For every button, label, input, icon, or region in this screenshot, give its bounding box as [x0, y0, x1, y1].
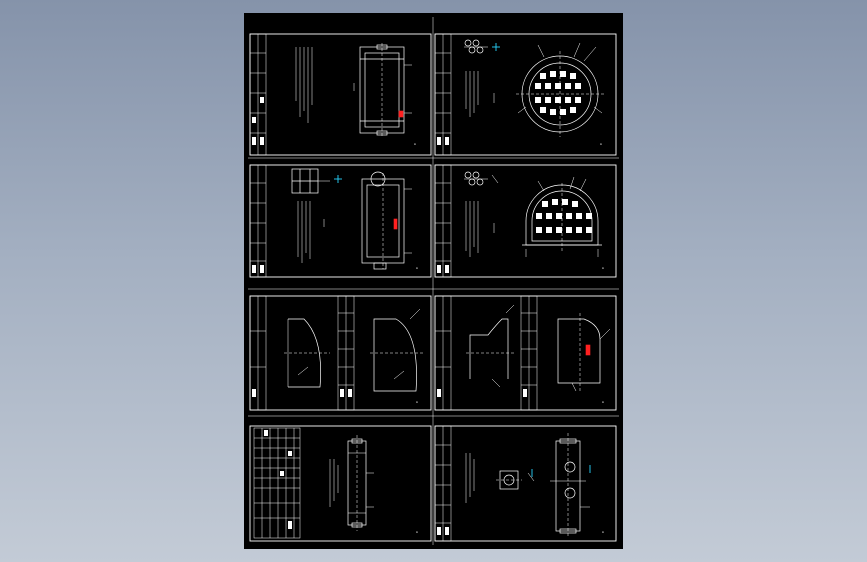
sheet-5-head-profile-left [284, 318, 330, 388]
cad-drawing-viewport[interactable]: A [244, 13, 623, 549]
sheet-5-mark: A [416, 400, 418, 404]
sheet-5-head-profile-right [370, 308, 424, 392]
sheet-1-notes [295, 47, 355, 123]
sheet-2-tube-pitch-detail [464, 39, 500, 54]
sheet-8-nozzle-elevation [550, 433, 591, 537]
sheet-2-notes [465, 71, 495, 117]
sheet-3-title-strip [249, 164, 267, 278]
sheet-6-head-profile-left [466, 304, 515, 388]
sheet-4-mark: A [602, 266, 604, 270]
sheet-2-tube-sheet-plan [516, 42, 604, 137]
sheet-8-title-strip [434, 425, 452, 542]
sheet-6-mark: A [602, 400, 604, 404]
drawing-sheets-canvas[interactable]: A [244, 13, 623, 549]
sheet-1-vessel-section [359, 43, 412, 137]
sheet-2-tube-sheet[interactable]: A [434, 33, 617, 156]
sheet-4-tube-pitch-detail [464, 171, 499, 186]
sheet-6-title-strip [434, 295, 538, 411]
sheet-2-mark: A [600, 142, 602, 146]
sheet-3-notes [297, 201, 325, 263]
sheet-5-title-strip [249, 295, 355, 411]
sheet-3-vessel-section [361, 171, 412, 270]
sheet-8-flange-detail[interactable]: A [434, 425, 617, 542]
sheet-4-half-tube-sheet[interactable]: A [434, 164, 617, 278]
sheet-7-notes [329, 459, 339, 507]
sheet-7-parts-table [253, 427, 301, 539]
sheet-5-dished-head[interactable]: A [249, 295, 432, 411]
sheet-4-notes [465, 201, 495, 257]
sheet-1-mark: A [414, 142, 416, 146]
sheet-7-vessel-elevation [347, 435, 374, 531]
sheet-3-nozzle-section[interactable]: A [249, 164, 432, 278]
sheet-1-cylinder-section[interactable]: A [249, 33, 432, 156]
sheet-7-mark: A [416, 530, 418, 534]
sheet-6-knuckle-head[interactable]: A [434, 295, 617, 411]
sheet-8-notes [465, 453, 475, 503]
sheet-8-flange-plan [496, 469, 535, 490]
sheet-2-title-strip [434, 33, 452, 156]
sheet-6-head-profile-right [557, 313, 611, 392]
sheet-4-title-strip [434, 164, 452, 278]
sheet-1-title-strip [249, 33, 267, 156]
sheet-3-mark: A [416, 266, 418, 270]
sheet-7-assembly[interactable]: A [249, 425, 432, 542]
sheet-3-nozzle-detail [291, 168, 342, 194]
sheet-4-half-plan [522, 176, 602, 257]
sheet-grid-lines [248, 17, 619, 545]
sheet-8-mark: A [602, 530, 604, 534]
